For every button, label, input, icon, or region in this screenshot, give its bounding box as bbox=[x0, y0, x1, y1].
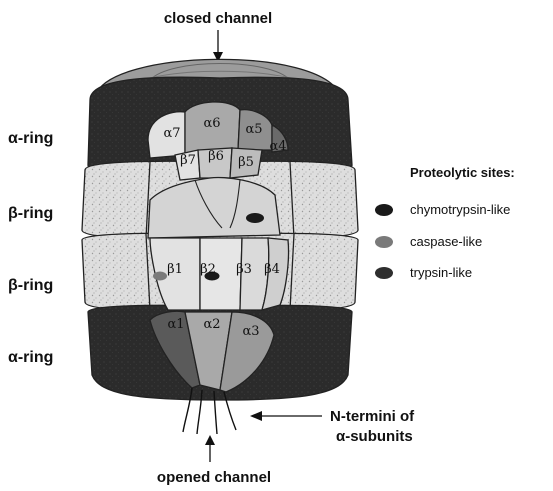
legend-swatch-caspase bbox=[375, 236, 393, 248]
label-beta6: β6 bbox=[208, 149, 224, 164]
ring-label-beta-bottom: β-ring bbox=[8, 277, 53, 294]
legend-label-trypsin: trypsin-like bbox=[410, 265, 472, 280]
label-alpha6: α6 bbox=[203, 116, 220, 131]
legend: Proteolytic sites: chymotrypsin-like cas… bbox=[375, 165, 515, 280]
label-beta7: β7 bbox=[180, 153, 196, 168]
ring-label-alpha-top: α-ring bbox=[8, 130, 53, 147]
legend-label-chymotrypsin: chymotrypsin-like bbox=[410, 202, 510, 217]
label-alpha5: α5 bbox=[245, 122, 262, 137]
closed-channel-label: closed channel bbox=[164, 10, 272, 27]
label-alpha3: α3 bbox=[242, 324, 259, 339]
legend-label-caspase: caspase-like bbox=[410, 234, 482, 249]
legend-swatch-chymotrypsin bbox=[375, 204, 393, 216]
trypsin-site-dot bbox=[246, 213, 264, 223]
label-beta2: β2 bbox=[200, 262, 216, 277]
label-beta3: β3 bbox=[236, 262, 252, 277]
n-termini-label-line2: α-subunits bbox=[336, 428, 413, 445]
label-beta1: β1 bbox=[167, 262, 183, 277]
n-termini-arrowhead bbox=[250, 411, 262, 421]
opened-channel-label: opened channel bbox=[157, 469, 271, 486]
legend-title: Proteolytic sites: bbox=[410, 165, 515, 180]
label-beta5: β5 bbox=[238, 155, 254, 170]
label-alpha7: α7 bbox=[163, 126, 180, 141]
label-beta4: β4 bbox=[264, 262, 280, 277]
caspase-site-dot bbox=[153, 272, 167, 281]
n-termini-label-line1: N-termini of bbox=[330, 408, 415, 425]
ring-label-beta-top: β-ring bbox=[8, 205, 53, 222]
opened-channel-arrowhead bbox=[205, 435, 215, 445]
label-alpha1: α1 bbox=[167, 317, 184, 332]
label-alpha4: α4 bbox=[269, 139, 286, 154]
legend-swatch-trypsin bbox=[375, 267, 393, 279]
label-alpha2: α2 bbox=[203, 317, 220, 332]
ring-label-alpha-bottom: α-ring bbox=[8, 349, 53, 366]
